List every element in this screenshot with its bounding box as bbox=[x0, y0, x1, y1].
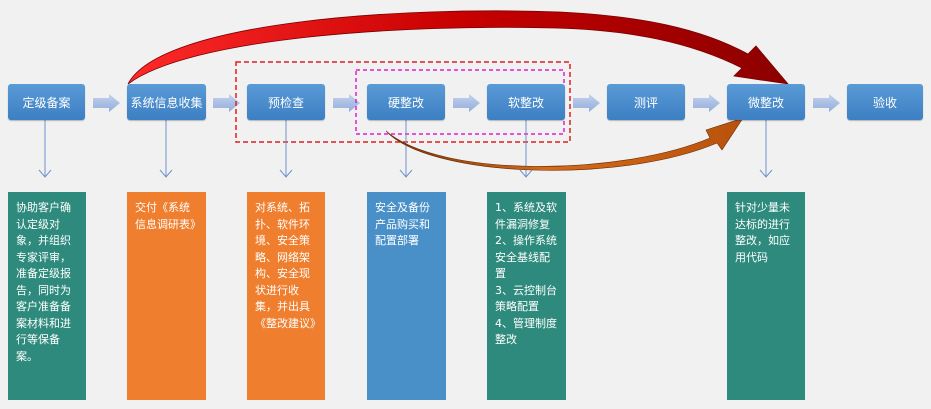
desc-dingji-beian: 协助客户确认定级对象，并组织专家评审，准备定级报告，同时为客户准备备案材料和进行… bbox=[8, 192, 86, 400]
drop-line-4 bbox=[399, 120, 413, 178]
step-xinxi-shouji[interactable]: 系统信息收集 bbox=[127, 84, 206, 120]
desc-xinxi-shouji: 交付《系统信息调研表》 bbox=[127, 192, 206, 400]
step-ying-zhenggai[interactable]: 硬整改 bbox=[367, 84, 445, 120]
drop-line-1 bbox=[38, 120, 52, 178]
connector-arrow-6 bbox=[693, 94, 720, 112]
connector-arrow-1 bbox=[93, 94, 120, 112]
connector-arrow-2 bbox=[213, 94, 240, 112]
red-curved-arrow bbox=[127, 10, 789, 85]
drop-line-6 bbox=[759, 120, 773, 178]
drop-line-3 bbox=[279, 120, 293, 178]
step-dingji-beian[interactable]: 定级备案 bbox=[8, 84, 85, 120]
desc-wei-zhenggai: 针对少量未达标的进行整改，如应用代码 bbox=[727, 192, 805, 400]
connector-arrow-3 bbox=[333, 94, 360, 112]
desc-ruan-zhenggai: 1、系统及软件漏洞修复 2、操作系统安全基线配置 3、云控制台策略配置 4、管理… bbox=[487, 192, 566, 400]
connector-arrow-4 bbox=[453, 94, 480, 112]
orange-curved-arrow bbox=[385, 117, 744, 171]
step-ruan-zhenggai[interactable]: 软整改 bbox=[487, 84, 565, 120]
drop-lines bbox=[38, 120, 773, 178]
connector-arrow-7 bbox=[813, 94, 840, 112]
step-connectors bbox=[93, 94, 840, 112]
step-yujiancha[interactable]: 预检查 bbox=[247, 84, 325, 120]
drop-line-2 bbox=[159, 120, 173, 178]
desc-ying-zhenggai: 安全及备份产品购买和配置部署 bbox=[367, 192, 446, 400]
step-ceping[interactable]: 测评 bbox=[607, 84, 685, 120]
step-yanshou[interactable]: 验收 bbox=[847, 84, 923, 120]
desc-yujiancha: 对系统、拓扑、软件环境、安全策略、网络架构、安全现状进行收集，并出具《整改建议》 bbox=[247, 192, 325, 400]
connector-arrow-5 bbox=[573, 94, 600, 112]
step-wei-zhenggai[interactable]: 微整改 bbox=[727, 84, 805, 120]
